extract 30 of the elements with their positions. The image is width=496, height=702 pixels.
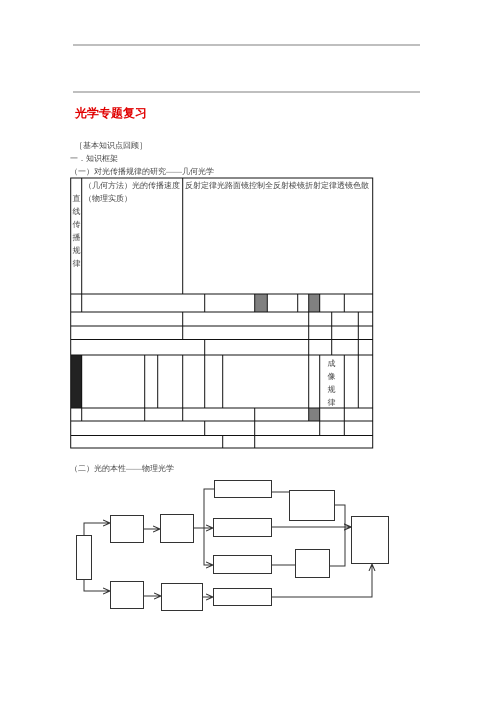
- arrow: [330, 524, 352, 566]
- cell-text: （几何方法）光的传播速度（物理实质）: [84, 180, 181, 205]
- arrow: [144, 592, 162, 600]
- arrow: [202, 594, 214, 600]
- cell-text: 直线传播规律: [72, 193, 81, 270]
- arrow: [84, 580, 110, 594]
- empty-box: [161, 583, 203, 611]
- arrow: [272, 564, 376, 598]
- empty-box: [214, 480, 272, 498]
- page-title: 光学专题复习: [75, 105, 147, 121]
- empty-box: [76, 535, 92, 580]
- section-heading: （二）光的本性——物理光学: [70, 463, 174, 475]
- empty-box: [213, 588, 272, 606]
- section-heading: （一）对光传播规律的研究——几何光学: [70, 166, 214, 178]
- cell-text: 反射定律光路面镜控制全反射棱镜折射定律透镜色散: [185, 180, 370, 192]
- arrow: [144, 526, 160, 532]
- arrow: [194, 528, 214, 568]
- empty-box: [213, 518, 272, 537]
- section-heading: 一．知识框架: [70, 153, 118, 165]
- section-heading: ［基本知识点回顾］: [75, 140, 147, 152]
- empty-box: [295, 549, 330, 578]
- cell-text: 成像规律: [327, 358, 336, 409]
- connector-line: [272, 564, 296, 566]
- empty-box: [213, 555, 272, 574]
- empty-box: [110, 581, 144, 609]
- empty-box: [160, 514, 194, 543]
- empty-box: [110, 515, 144, 543]
- empty-box: [351, 516, 389, 564]
- arrow: [84, 520, 110, 536]
- empty-box: [289, 490, 335, 521]
